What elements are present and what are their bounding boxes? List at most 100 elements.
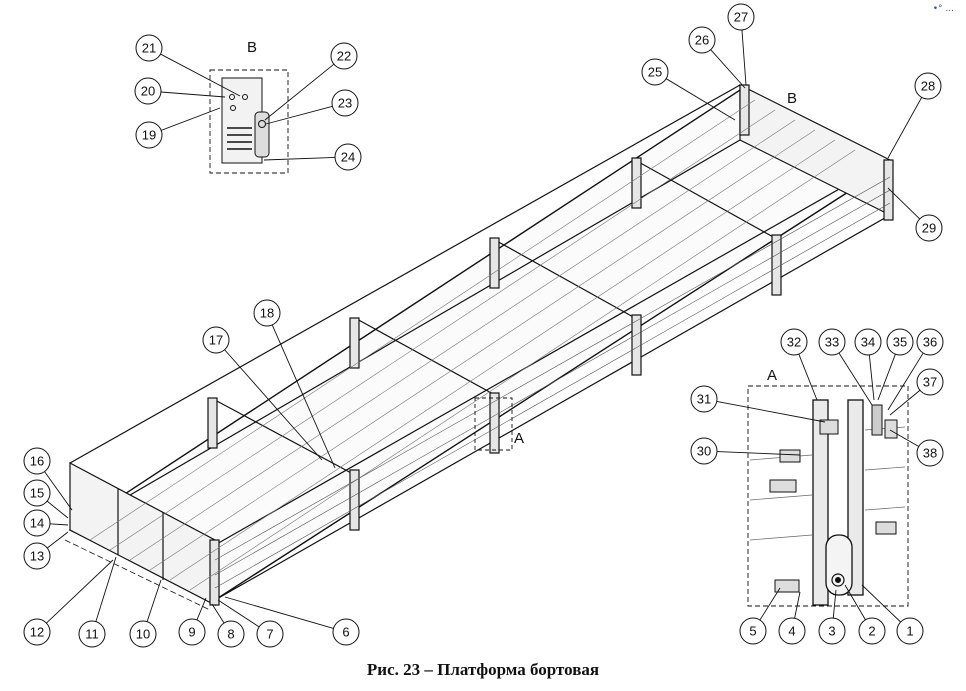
leader-line-7	[217, 599, 260, 628]
callout-label-12: 12	[30, 625, 44, 640]
callout-label-1: 1	[906, 624, 913, 639]
callout-label-23: 23	[338, 96, 352, 111]
callout-label-26: 26	[695, 33, 709, 48]
leader-line-38	[889, 429, 919, 447]
leader-line-3	[832, 589, 837, 619]
leader-line-4	[794, 591, 801, 619]
callout-circle-35	[886, 328, 914, 356]
leader-line-20	[160, 91, 226, 98]
leader-line-12	[46, 559, 114, 624]
callout-circle-30	[690, 437, 718, 465]
callout-label-38: 38	[923, 446, 937, 461]
callout-label-2: 2	[868, 624, 875, 639]
leader-line-13	[47, 531, 69, 549]
callout-label-32: 32	[787, 335, 801, 350]
platform-floor	[68, 89, 892, 601]
detail-b-view	[209, 69, 289, 174]
leader-line-14	[49, 523, 69, 526]
callout-label-18: 18	[260, 306, 274, 321]
callout-circle-11	[78, 620, 106, 648]
callout-label-6: 6	[342, 625, 349, 640]
leader-line-37	[889, 389, 921, 416]
callout-circle-2	[858, 617, 886, 645]
callout-label-22: 22	[337, 49, 351, 64]
callout-label-30: 30	[697, 444, 711, 459]
callout-label-7: 7	[266, 627, 273, 642]
leader-line-27	[741, 29, 747, 86]
leader-line-33	[838, 352, 873, 406]
callout-circle-29	[915, 214, 943, 242]
callout-label-31: 31	[697, 392, 711, 407]
right-side-rail	[214, 159, 891, 546]
leader-line-11	[95, 556, 117, 622]
callout-label-27: 27	[734, 10, 748, 25]
callout-label-8: 8	[227, 627, 234, 642]
callout-label-15: 15	[30, 486, 44, 501]
leader-line-2	[844, 584, 866, 621]
callout-circle-21	[135, 34, 163, 62]
callout-circle-20	[134, 77, 162, 105]
leader-line-34	[868, 354, 875, 401]
callout-label-13: 13	[30, 549, 44, 564]
callout-label-14: 14	[30, 516, 44, 531]
leader-line-31	[716, 400, 826, 423]
callout-circle-34	[854, 328, 882, 356]
leader-line-16	[44, 471, 73, 511]
leader-line-24	[263, 157, 336, 161]
callout-circle-13	[23, 542, 51, 570]
leader-line-8	[211, 603, 225, 624]
detail-a-marker: A	[514, 430, 524, 447]
callout-circle-19	[135, 121, 163, 149]
platform-body	[64, 84, 894, 611]
callout-circle-6	[332, 618, 360, 646]
callout-circle-37	[916, 368, 944, 396]
callout-circle-12	[23, 618, 51, 646]
callout-label-10: 10	[136, 627, 150, 642]
leader-line-26	[710, 49, 746, 89]
callout-circle-1	[896, 617, 924, 645]
leader-line-9	[196, 597, 207, 621]
callout-label-34: 34	[861, 335, 875, 350]
leader-line-10	[146, 579, 162, 622]
callout-circle-10	[129, 620, 157, 648]
callout-label-28: 28	[921, 79, 935, 94]
callout-circle-22	[330, 42, 358, 70]
callout-circle-16	[23, 447, 51, 475]
callout-circle-28	[914, 72, 942, 100]
leader-line-25	[665, 78, 736, 121]
callout-label-37: 37	[923, 375, 937, 390]
leader-line-6	[224, 596, 334, 629]
callout-circle-33	[818, 328, 846, 356]
callout-circle-7	[256, 620, 284, 648]
leader-line-5	[759, 587, 781, 621]
callout-circle-31	[690, 385, 718, 413]
callout-circle-36	[916, 328, 944, 356]
leader-line-32	[798, 353, 818, 401]
corner-mark: •° ...	[932, 4, 954, 14]
callout-circle-8	[217, 620, 245, 648]
callout-label-24: 24	[341, 150, 355, 165]
callout-label-9: 9	[188, 625, 195, 640]
callout-circle-25	[641, 58, 669, 86]
leader-line-15	[46, 500, 69, 519]
callout-group: 1234567891011121314151617181920212223242…	[23, 3, 944, 648]
leader-lines	[44, 29, 924, 629]
callout-circle-9	[178, 618, 206, 646]
callout-label-17: 17	[209, 333, 223, 348]
leader-line-17	[224, 349, 323, 461]
callout-circle-17	[202, 326, 230, 354]
leader-line-28	[887, 97, 923, 159]
callout-label-19: 19	[142, 128, 156, 143]
callout-label-29: 29	[922, 221, 936, 236]
callout-label-33: 33	[825, 335, 839, 350]
detail-a-view	[747, 385, 909, 607]
callout-circle-15	[23, 479, 51, 507]
callout-label-25: 25	[648, 65, 662, 80]
leader-line-1	[861, 584, 901, 623]
callout-label-36: 36	[923, 335, 937, 350]
left-side-rail	[69, 84, 741, 464]
callout-circle-14	[23, 509, 51, 537]
callout-label-4: 4	[788, 624, 795, 639]
callout-circle-18	[253, 299, 281, 327]
